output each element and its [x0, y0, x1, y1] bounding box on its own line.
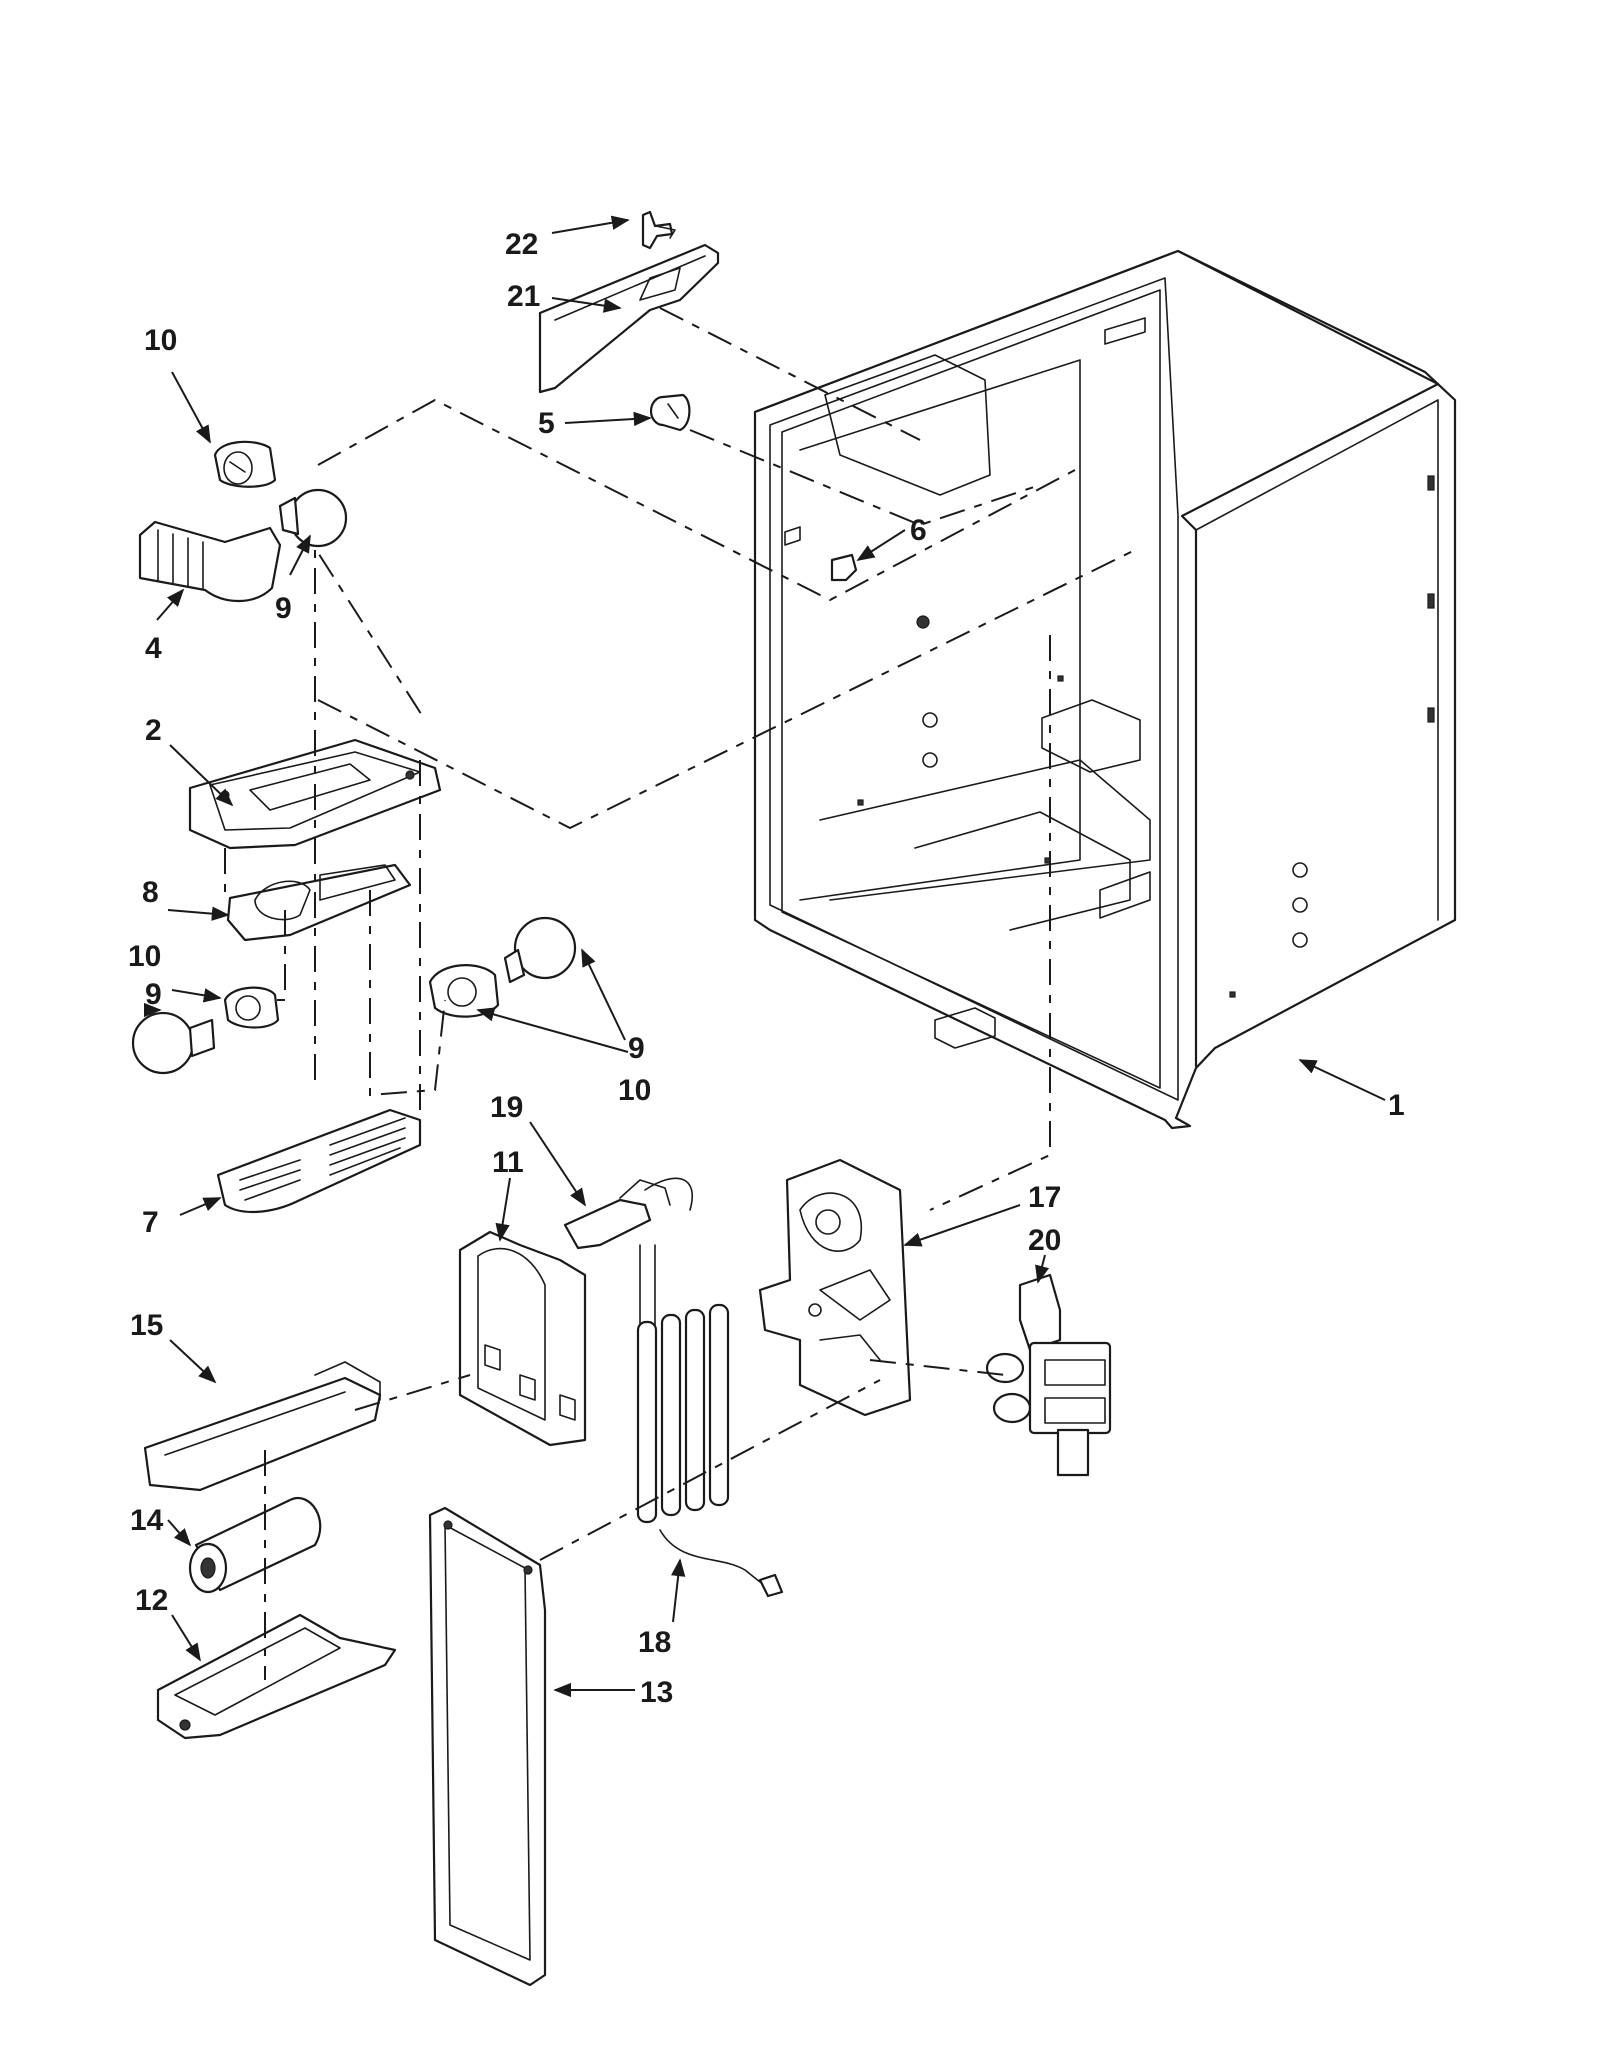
part-17-bracket: [758, 1158, 912, 1417]
part-21-vent-cover: [538, 243, 720, 394]
part-22-screw: [641, 210, 676, 250]
callout-6: 6: [910, 514, 927, 547]
callout-8: 8: [142, 876, 159, 909]
callout-1: 1: [1388, 1089, 1405, 1122]
callout-20: 20: [1028, 1224, 1061, 1257]
part-11-housing: [458, 1230, 587, 1447]
assembly-dash-lines: [224, 307, 1136, 1680]
part-12-filter-door: [156, 1613, 397, 1740]
part-19-sensor: [563, 1177, 693, 1250]
part-10-lamp-socket-right: [428, 964, 500, 1018]
part-14-filter-cartridge: [188, 1497, 322, 1594]
callout-21: 21: [507, 280, 540, 313]
callout-5: 5: [538, 407, 555, 440]
callout-9-right: 9: [628, 1032, 645, 1065]
callout-12: 12: [135, 1584, 168, 1617]
part-4-light-shield: [138, 520, 282, 603]
callout-15: 15: [130, 1309, 163, 1342]
part-18-heater-tube: [636, 1244, 784, 1598]
part-10-lamp-socket-left: [223, 986, 280, 1029]
part-7-louvered-cover: [216, 1108, 422, 1213]
callout-13: 13: [640, 1676, 673, 1709]
callout-14: 14: [130, 1504, 164, 1537]
callout-9-top: 9: [275, 592, 292, 625]
callout-4: 4: [145, 632, 162, 665]
callout-22: 22: [505, 228, 538, 261]
part-1-cabinet-liner: [753, 249, 1457, 1130]
part-15-filter-housing: [143, 1361, 382, 1492]
part-20-water-valve: [985, 1273, 1112, 1477]
callout-11: 11: [492, 1146, 524, 1179]
leader-lines: [143, 215, 1386, 1698]
part-5-knob: [649, 393, 691, 432]
callout-2: 2: [145, 714, 162, 747]
part-13-panel: [428, 1506, 547, 1987]
callout-7: 7: [142, 1206, 159, 1239]
callout-10-left: 10: [128, 940, 161, 973]
part-8-lens: [226, 863, 412, 942]
callout-19: 19: [490, 1091, 523, 1124]
callout-9-left: 9: [145, 978, 162, 1011]
part-10-lamp-socket-top: [213, 440, 277, 488]
callout-10-top: 10: [144, 324, 177, 357]
part-9-bulb-top: [278, 488, 348, 548]
part-9-bulb-right: [503, 916, 577, 984]
callout-10-right: 10: [618, 1074, 651, 1107]
callout-labels: 22 21 10 5 6 9 4 2 8 10 9 9 10 7 19 11 1…: [128, 228, 1405, 1709]
callout-17: 17: [1028, 1181, 1061, 1214]
part-9-bulb-left: [131, 1011, 216, 1075]
part-6-clip: [830, 553, 858, 582]
callout-18: 18: [638, 1626, 671, 1659]
